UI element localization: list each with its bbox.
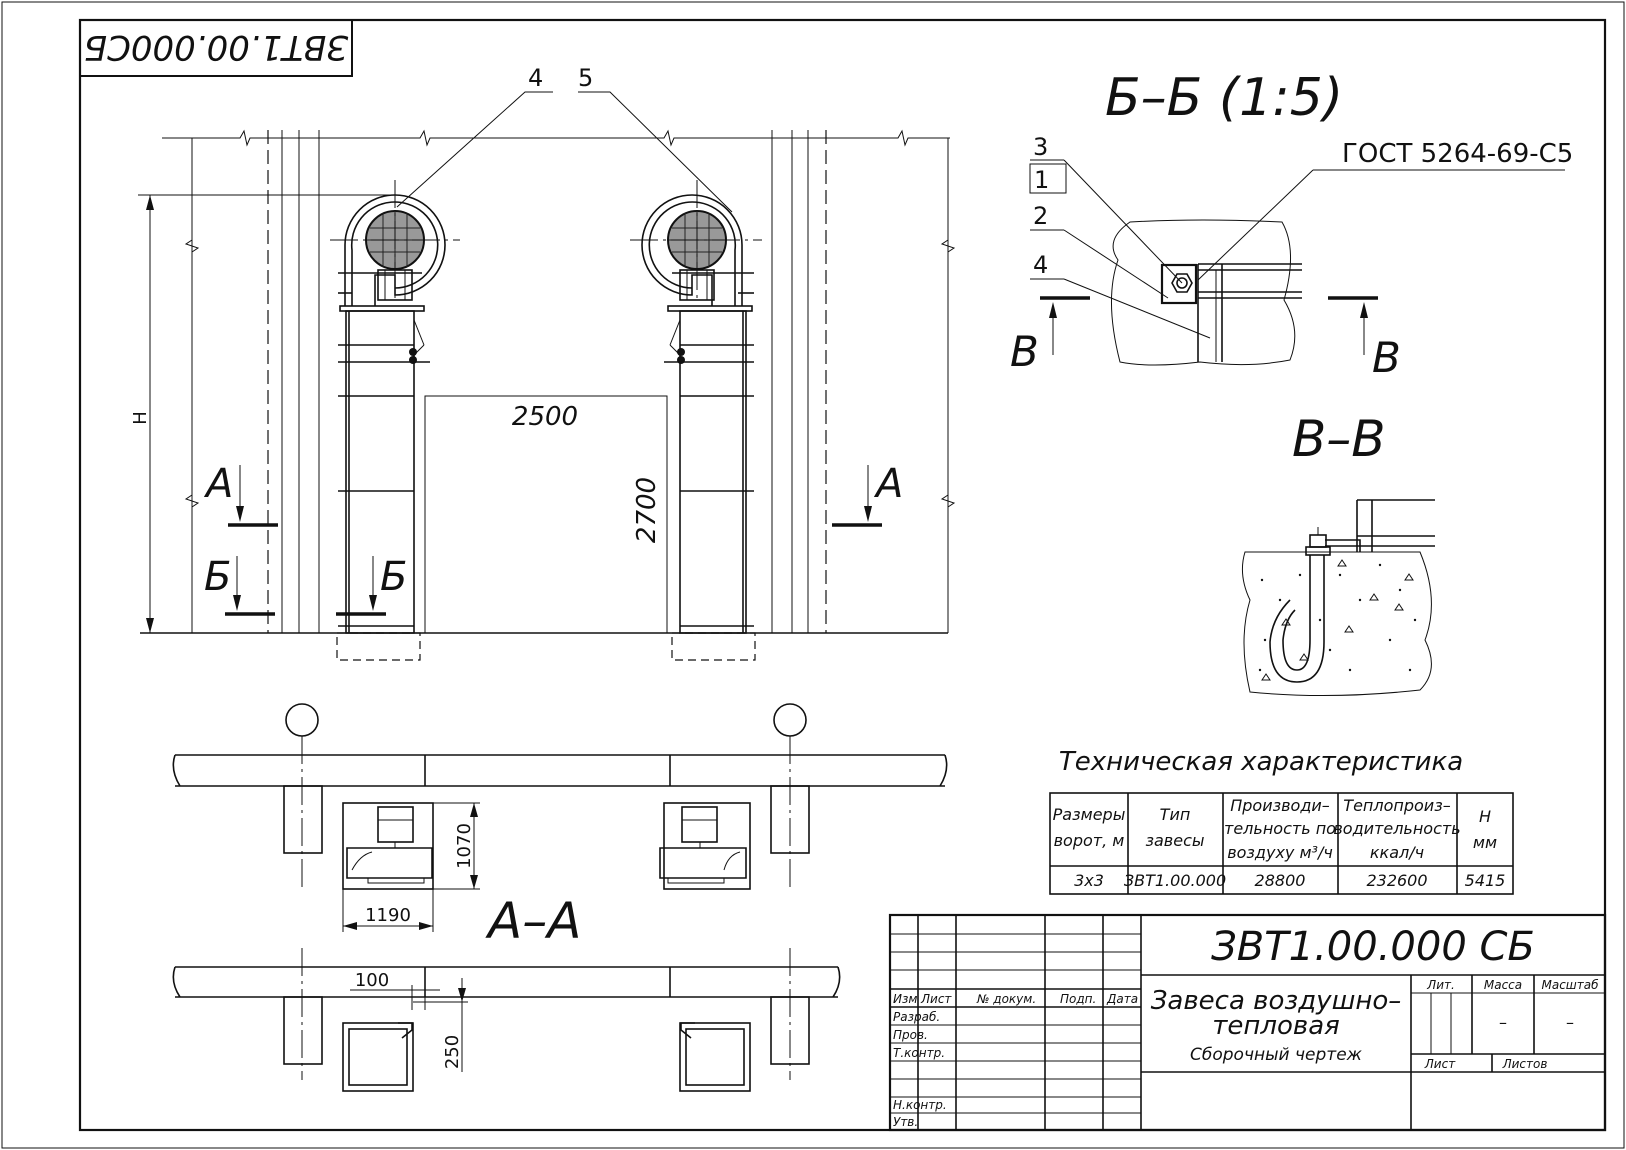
svg-text:А: А: [203, 461, 233, 507]
dim-1190-label: 1190: [365, 905, 411, 926]
col-date: Дата: [1106, 992, 1138, 1006]
dim-2700-label: 2700: [632, 477, 662, 543]
th-capacity-3: воздуху м³/ч: [1227, 843, 1333, 862]
callout-4-top: 4: [528, 64, 543, 92]
code-stamp-text: ЗВТ1.00.000СБ: [84, 27, 348, 67]
label-mass: Масса: [1484, 978, 1522, 992]
label-sheet: Лист: [1424, 1057, 1456, 1071]
dim-2500-label: 2500: [512, 402, 578, 432]
title-doc-type: Сборочный чертеж: [1190, 1045, 1363, 1065]
row-norm-control: Н.контр.: [893, 1098, 947, 1112]
th-gate-size-1: Размеры: [1053, 805, 1126, 824]
label-sheets: Листов: [1502, 1057, 1548, 1071]
dim-250-label: 250: [442, 1035, 463, 1069]
front-view: Н 2500 2700 4 5 А А Б: [130, 64, 956, 661]
callout-3: 3: [1033, 133, 1048, 161]
row-checked: Пров.: [893, 1028, 928, 1042]
svg-text:Б: Б: [204, 554, 231, 600]
dim-1070-label: 1070: [454, 823, 475, 869]
td-capacity: 28800: [1255, 871, 1306, 890]
callout-5-top: 5: [578, 64, 593, 92]
plan-view: 1070 1190: [172, 703, 948, 932]
td-h: 5415: [1465, 871, 1506, 890]
cut-mark-b-right: Б: [336, 554, 407, 616]
dim-100-label: 100: [355, 970, 389, 991]
th-capacity-1: Производи–: [1230, 796, 1330, 815]
title-designation: ЗВТ1.00.000 СБ: [1211, 924, 1535, 970]
mass-value: –: [1499, 1013, 1507, 1032]
col-list: Лист: [920, 992, 952, 1006]
callout-4-side: 4: [1033, 251, 1048, 279]
col-doc-no: № докум.: [976, 992, 1036, 1006]
section-vv-title: В–В: [1292, 410, 1386, 468]
th-capacity-2: тельность по: [1224, 819, 1336, 838]
gost-note: ГОСТ 5264-69-С5: [1342, 139, 1573, 169]
title-name-line1: Завеса воздушно–: [1151, 986, 1402, 1016]
drawing-frame: [78, 18, 1607, 1132]
td-heat: 232600: [1366, 871, 1427, 890]
callout-2: 2: [1033, 202, 1048, 230]
section-bb: Б–Б (1:5) 3 1 2 4 ГОСТ 5264-69-С5 В: [1010, 68, 1573, 382]
dim-h-label: Н: [130, 411, 151, 425]
th-type-2: завесы: [1145, 831, 1204, 850]
td-type: ЗВТ1.00.000: [1124, 871, 1226, 890]
row-approved: Утв.: [893, 1115, 918, 1129]
th-heat-2: водительность: [1333, 819, 1460, 838]
scale-value: –: [1566, 1013, 1574, 1032]
cut-mark-b-left: Б: [204, 554, 275, 616]
cut-mark-a-right: А: [832, 461, 903, 527]
col-izm: Изм: [893, 992, 917, 1006]
th-h-2: мм: [1473, 833, 1497, 852]
svg-text:А: А: [873, 461, 903, 507]
td-gate-size: 3х3: [1074, 871, 1104, 890]
callout-1: 1: [1034, 166, 1049, 194]
title-block: Изм Лист № докум. Подп. Дата Разраб. Про…: [888, 913, 1607, 1132]
th-h-1: Н: [1479, 807, 1491, 826]
section-aa: А–А 100 250: [172, 892, 841, 1092]
th-heat-1: Теплопроиз–: [1343, 796, 1450, 815]
curtain-unit-left: [330, 180, 460, 661]
th-type-1: Тип: [1160, 805, 1191, 824]
cut-mark-v-right: В: [1372, 333, 1401, 382]
title-name-line2: тепловая: [1212, 1011, 1340, 1041]
tech-table-title: Техническая характеристика: [1059, 747, 1463, 777]
col-sign: Подп.: [1060, 992, 1096, 1006]
th-gate-size-2: ворот, м: [1054, 831, 1125, 850]
section-aa-title: А–А: [485, 892, 581, 950]
th-heat-3: ккал/ч: [1370, 843, 1424, 862]
tech-characteristics: Техническая характеристика Размеры ворот…: [1049, 747, 1514, 895]
label-scale: Масштаб: [1541, 978, 1599, 992]
cut-mark-a-left: А: [203, 461, 278, 527]
cut-mark-v-left: В: [1010, 327, 1039, 376]
svg-text:Б: Б: [380, 554, 407, 600]
curtain-unit-right: [630, 180, 762, 661]
label-lit: Лит.: [1426, 978, 1455, 992]
row-tech-control: Т.контр.: [893, 1046, 945, 1060]
section-bb-title: Б–Б (1:5): [1105, 68, 1343, 128]
section-vv: В–В: [1241, 410, 1435, 697]
code-stamp-box: [79, 19, 353, 77]
row-developer: Разраб.: [893, 1010, 940, 1024]
